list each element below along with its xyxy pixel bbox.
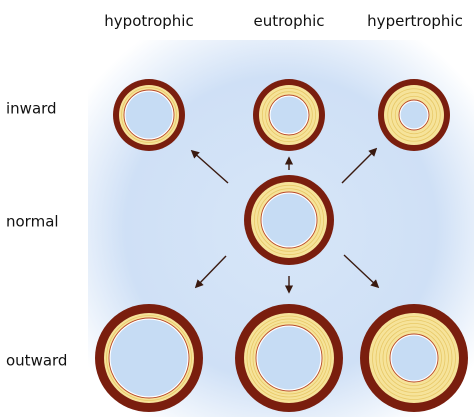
vessel-inward-hypotrophic — [113, 79, 185, 151]
column-header-hypotrophic: hypotrophic — [104, 14, 193, 29]
row-header-normal: normal — [6, 215, 59, 230]
vessel-outward-hypotrophic — [95, 304, 203, 412]
vessel-outward-eutrophic — [235, 304, 343, 412]
column-header-hypertrophic: hypertrophic — [367, 14, 463, 29]
vessel-lumen — [111, 320, 188, 397]
vessel-lumen — [126, 92, 173, 139]
vessel-lumen — [392, 336, 437, 381]
column-header-eutrophic: eutrophic — [253, 14, 324, 29]
row-header-outward: outward — [6, 354, 67, 369]
vessel-inward-hypertrophic — [378, 79, 450, 151]
vessel-lumen — [271, 97, 308, 134]
row-header-inward: inward — [6, 102, 57, 117]
vessel-lumen — [258, 327, 321, 390]
vessel-normal — [244, 175, 334, 265]
vessel-inward-eutrophic — [253, 79, 325, 151]
vessel-outward-hypertrophic — [360, 304, 468, 412]
vessel-lumen — [263, 194, 316, 247]
vessel-lumen — [401, 102, 428, 129]
